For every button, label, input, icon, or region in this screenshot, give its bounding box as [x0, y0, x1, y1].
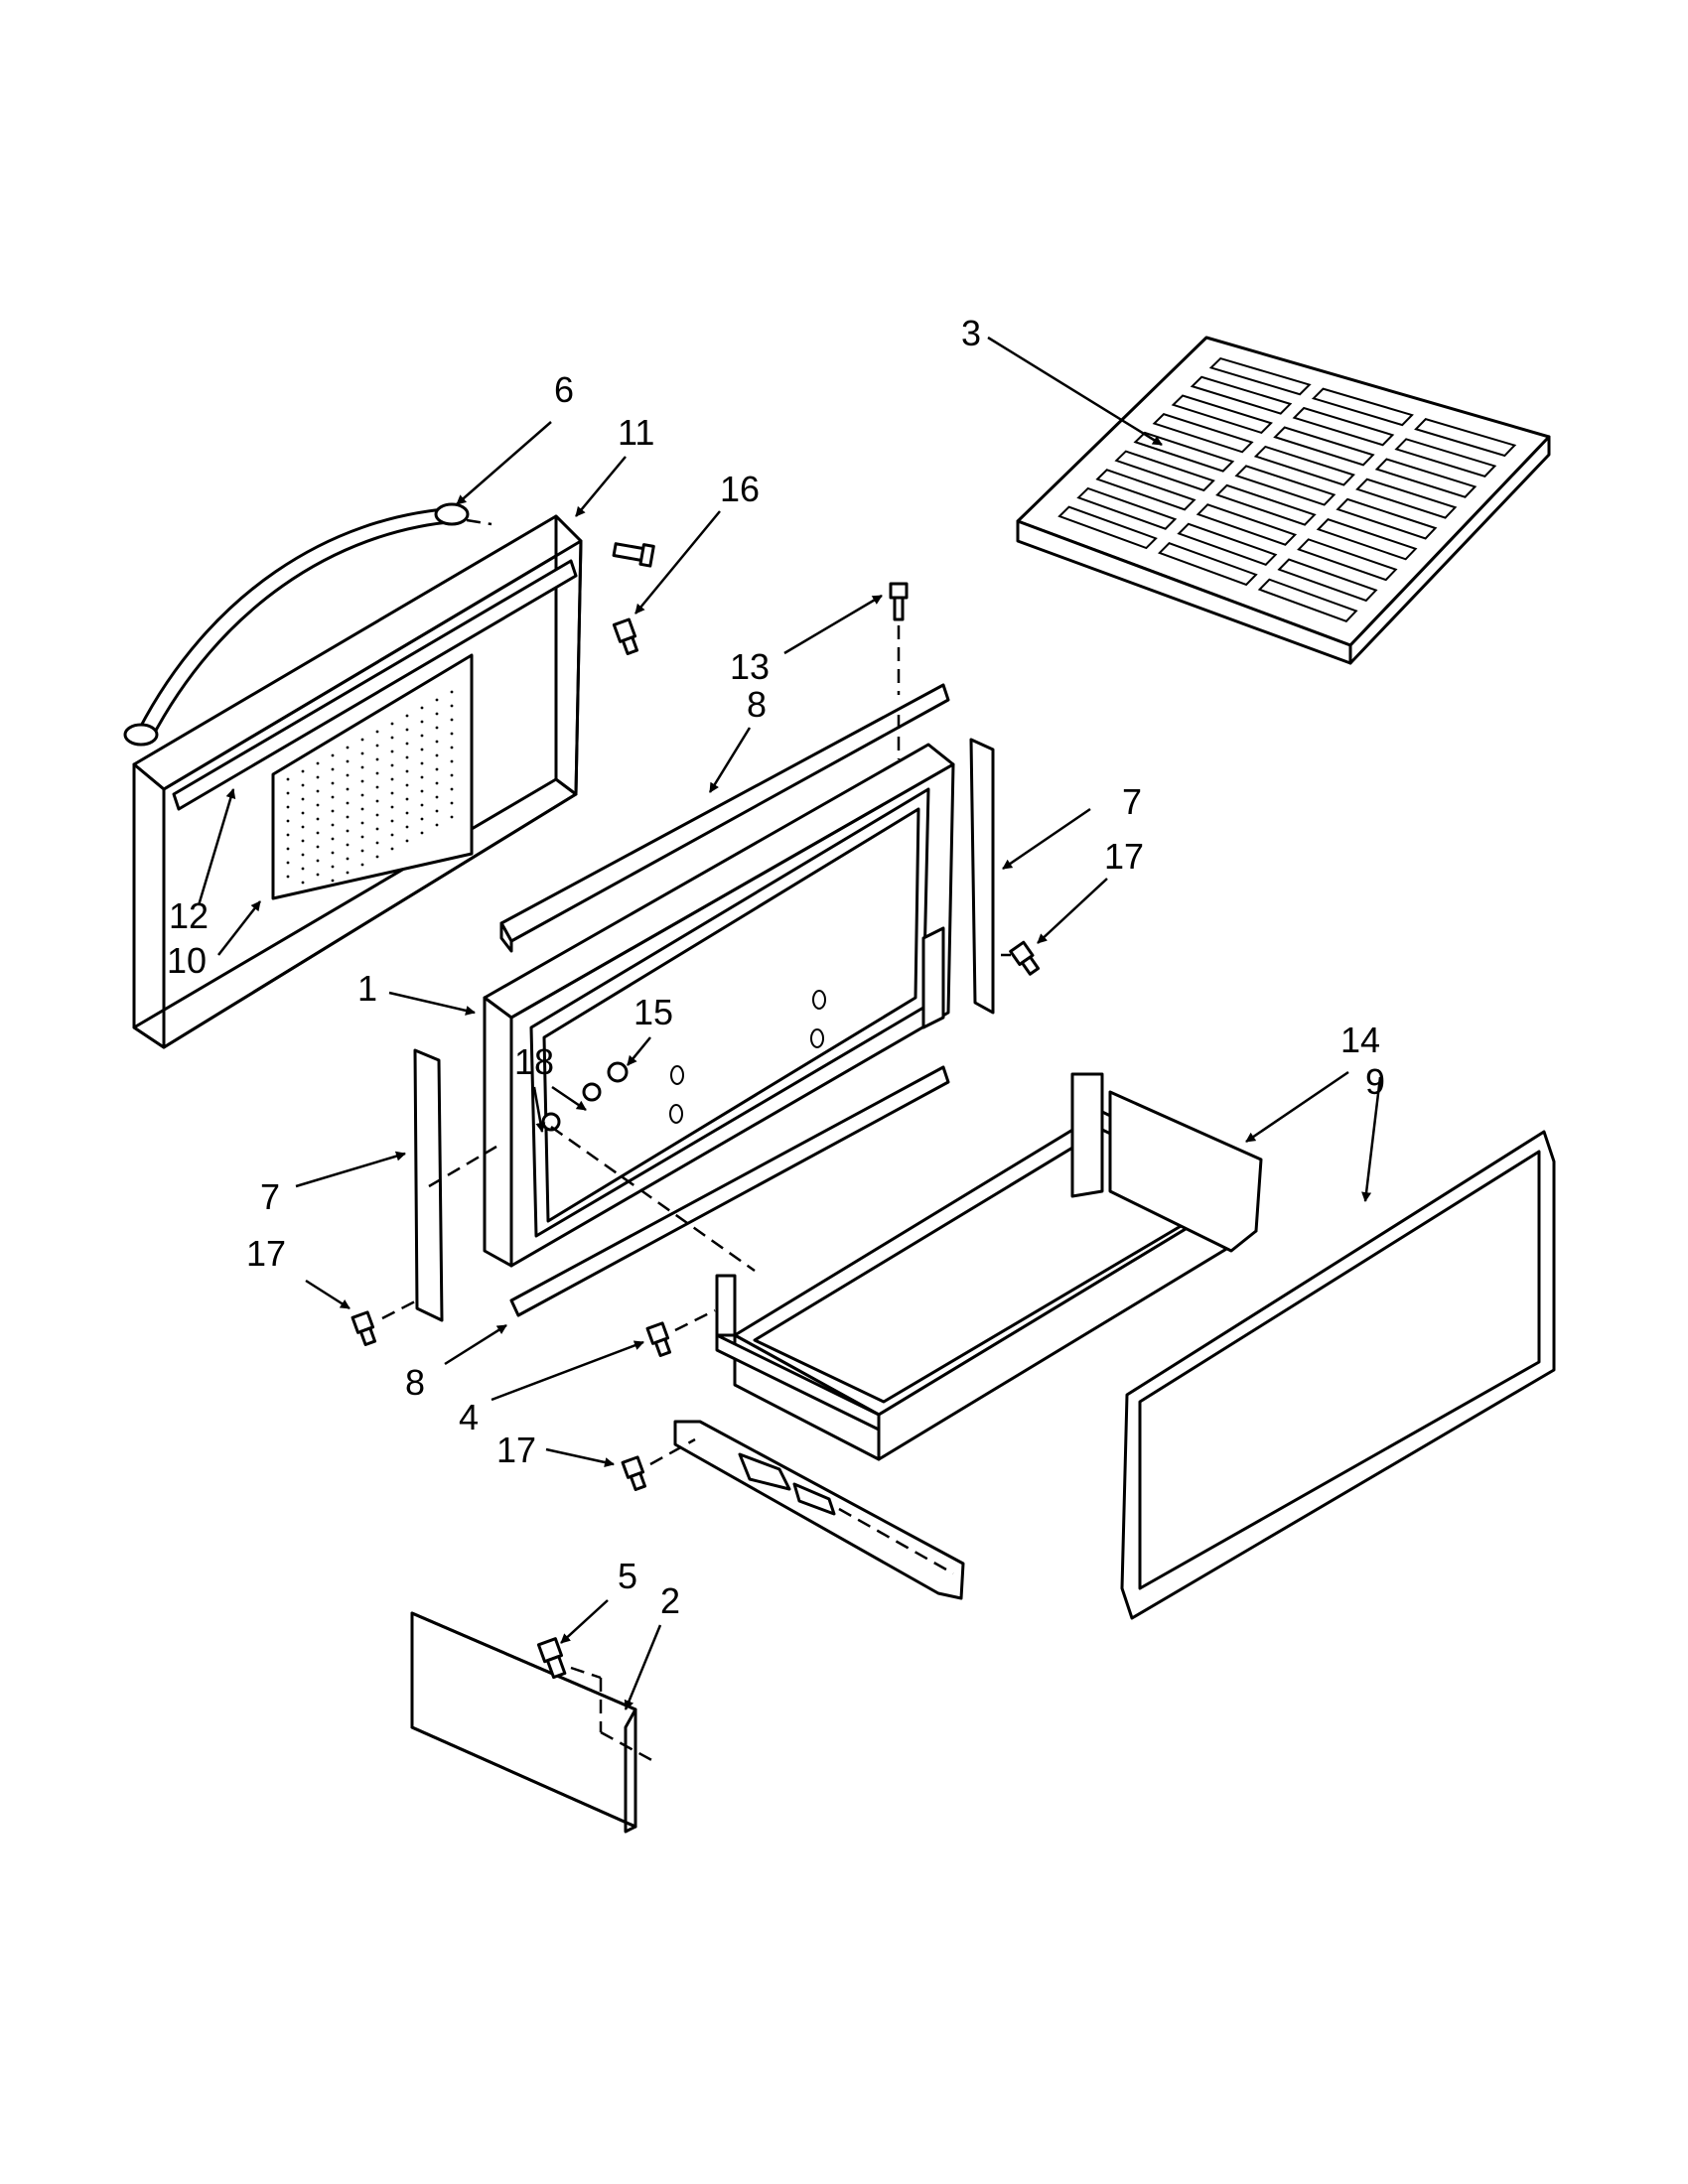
callout-4: 4 [459, 1397, 479, 1437]
callout-14: 14 [1340, 1020, 1380, 1060]
inner-door-frame [483, 743, 955, 1268]
callout-17-right: 17 [1104, 836, 1144, 877]
callout-1: 1 [357, 968, 377, 1009]
door-outer-panel [123, 502, 583, 1049]
callout-8-bottom: 8 [405, 1362, 425, 1403]
callout-15: 15 [633, 992, 673, 1032]
callout-16: 16 [720, 469, 760, 509]
callout-6: 6 [554, 369, 574, 410]
callout-12: 12 [169, 895, 209, 936]
callout-2: 2 [660, 1580, 680, 1621]
callout-labels: 3 6 11 16 13 8 7 17 12 10 1 15 18 14 9 7… [167, 313, 1385, 1621]
callout-9: 9 [1365, 1061, 1385, 1102]
top-rail [499, 683, 950, 953]
leaders [197, 336, 1382, 1710]
callout-17-left: 17 [246, 1233, 286, 1274]
callout-11: 11 [618, 412, 654, 453]
bottom-rail [509, 1065, 950, 1317]
callout-17-bottom: 17 [496, 1430, 536, 1470]
toe-grille [410, 1611, 637, 1834]
side-strip-right [969, 738, 995, 1015]
callout-7-right: 7 [1122, 781, 1142, 822]
callout-10: 10 [167, 940, 207, 981]
callout-3: 3 [961, 313, 981, 353]
drawer-slide [673, 1420, 965, 1600]
callout-7-left: 7 [260, 1176, 280, 1217]
door-gasket [1120, 1130, 1556, 1620]
shelf-grille [1016, 336, 1551, 665]
assembly-lines [381, 518, 1011, 1764]
drawer-basket [715, 1072, 1263, 1461]
screws [351, 542, 1041, 1680]
callout-13: 13 [730, 646, 770, 687]
callout-5: 5 [618, 1556, 637, 1596]
callout-18: 18 [514, 1041, 554, 1082]
callout-8-top: 8 [747, 684, 767, 725]
